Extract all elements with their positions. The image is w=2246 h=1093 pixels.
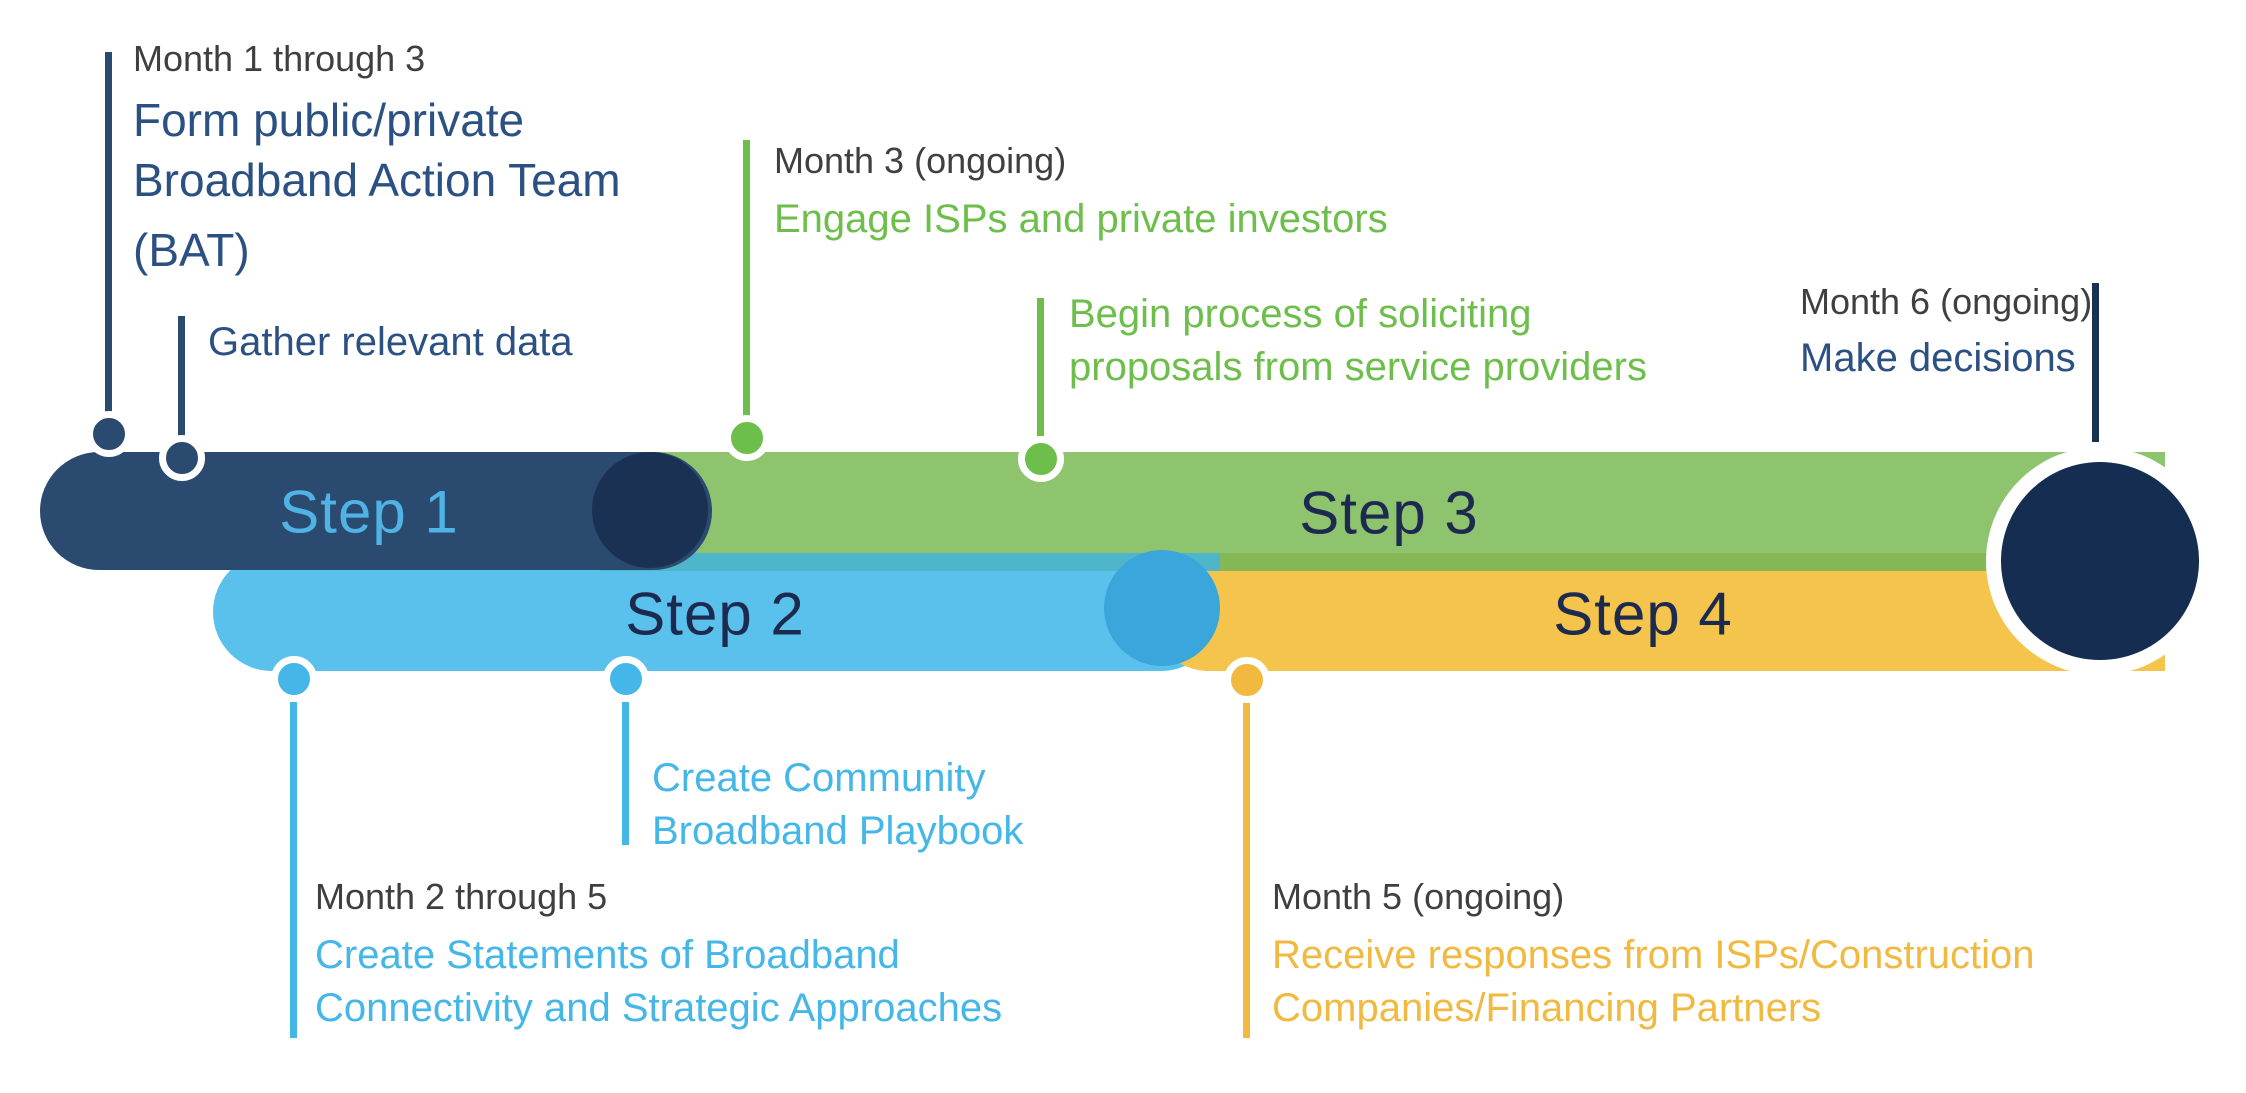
connector-line-solicit	[1037, 298, 1044, 437]
annotation-responses: Month 5 (ongoing) Receive responses from…	[1272, 876, 2035, 1035]
step3-bar	[594, 452, 2165, 553]
annotation-playbook: Create Community Broadband Playbook	[652, 752, 1023, 858]
annotation-bat: Month 1 through 3 Form public/private Br…	[133, 38, 621, 281]
step3-label: Step 3	[1299, 479, 1479, 547]
step1-end-junction-circle	[592, 452, 708, 568]
annotation-engage-month: Month 3 (ongoing)	[774, 140, 1067, 181]
milestone-dot-statements	[271, 656, 317, 702]
milestone-dot-gather	[159, 435, 205, 481]
annotation-responses-month: Month 5 (ongoing)	[1272, 876, 1565, 917]
milestone-dot-solicit	[1018, 436, 1064, 482]
milestone-dot-bat	[86, 411, 132, 457]
annotation-solicit-line1: Begin process of soliciting	[1069, 292, 1532, 336]
step4-label: Step 4	[1553, 580, 1733, 648]
end-circle	[2001, 462, 2199, 660]
connector-line-statements	[290, 702, 297, 1038]
connector-line-responses	[1243, 702, 1250, 1038]
annotation-solicit: Begin process of soliciting proposals fr…	[1069, 288, 1647, 394]
annotation-statements: Month 2 through 5 Create Statements of B…	[315, 876, 1002, 1035]
connector-line-engage	[743, 140, 750, 416]
overlap-strip-green-over-yellow	[1220, 553, 2165, 571]
annotation-engage-line1: Engage ISPs and private investors	[774, 197, 1388, 242]
annotation-decide: Month 6 (ongoing) Make decisions	[1800, 281, 2092, 385]
connector-line-bat	[105, 52, 112, 412]
annotation-decide-line1: Make decisions	[1800, 336, 2076, 381]
annotation-statements-line2: Connectivity and Strategic Approaches	[315, 986, 1003, 1031]
annotation-gather: Gather relevant data	[208, 316, 573, 369]
annotation-gather-line1: Gather relevant data	[208, 320, 573, 364]
annotation-bat-month: Month 1 through 3	[133, 38, 426, 79]
annotation-playbook-line1: Create Community	[652, 756, 986, 800]
step2-bar	[213, 553, 1220, 671]
connector-line-decide	[2092, 283, 2099, 442]
annotation-responses-line1: Receive responses from ISPs/Construction	[1272, 933, 2035, 978]
step2-label: Step 2	[625, 580, 805, 648]
annotation-bat-line2: Broadband Action Team	[133, 154, 621, 207]
step2-end-junction-circle	[1104, 550, 1220, 666]
annotation-playbook-line2: Broadband Playbook	[652, 808, 1024, 853]
overlap-strip-green-over-blue	[600, 553, 1220, 571]
annotation-bat-line3: (BAT)	[133, 223, 250, 276]
annotation-decide-month: Month 6 (ongoing)	[1800, 281, 2093, 322]
annotation-statements-line1: Create Statements of Broadband	[315, 933, 900, 978]
annotation-engage: Month 3 (ongoing) Engage ISPs and privat…	[774, 140, 1388, 246]
annotation-responses-line2: Companies/Financing Partners	[1272, 986, 1822, 1031]
step1-label: Step 1	[279, 478, 459, 546]
milestone-dot-responses	[1224, 657, 1270, 703]
connector-line-playbook	[622, 702, 629, 845]
connector-line-gather	[178, 316, 185, 436]
annotation-statements-month: Month 2 through 5	[315, 876, 608, 917]
milestone-dot-playbook	[603, 656, 649, 702]
milestone-dot-engage	[724, 415, 770, 461]
annotation-bat-line1: Form public/private	[133, 94, 525, 147]
annotation-solicit-line2: proposals from service providers	[1069, 344, 1647, 389]
